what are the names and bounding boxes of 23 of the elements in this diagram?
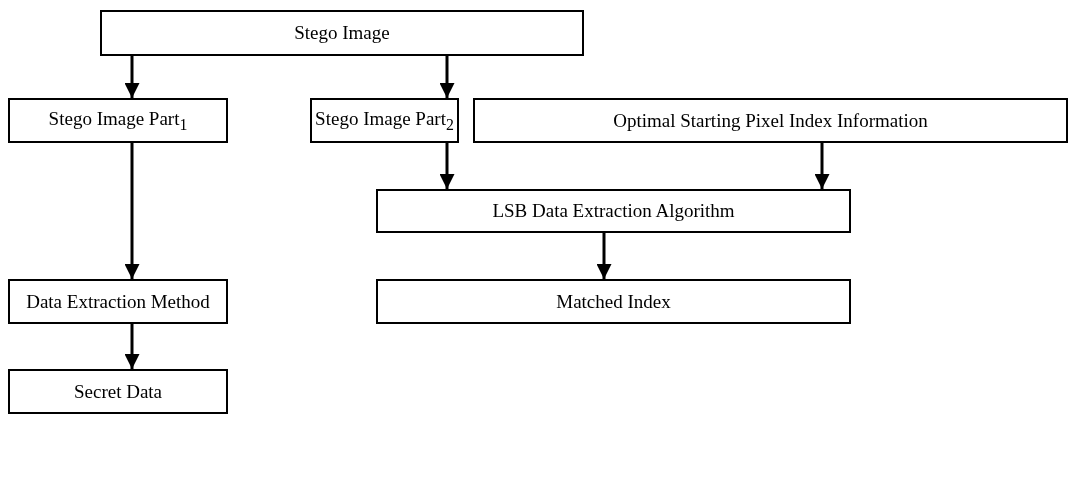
box-label: Stego Image Part$_{2}$ <box>315 107 454 134</box>
box-label: LSB Data Extraction Algorithm <box>492 200 735 222</box>
process-box <box>376 189 851 233</box>
process-box <box>8 369 228 414</box>
process-box <box>100 10 584 56</box>
box-label: Data Extraction Method <box>26 290 210 313</box>
arrow <box>596 233 612 279</box>
process-box <box>473 98 1068 143</box>
arrow <box>814 143 830 189</box>
arrow <box>439 56 455 98</box>
process-box <box>8 279 228 324</box>
arrow <box>439 143 455 189</box>
process-box <box>310 98 459 143</box>
arrow <box>124 143 140 279</box>
arrow <box>124 56 140 98</box>
box-label: Optimal Starting Pixel Index Information <box>613 109 928 132</box>
process-box <box>376 279 851 324</box>
box-label: Stego Image <box>294 22 390 44</box>
box-label: Stego Image Part$_{1}$ <box>48 107 188 134</box>
box-label: Secret Data <box>73 380 163 403</box>
process-box <box>8 98 228 143</box>
arrow <box>124 324 140 369</box>
box-label: Matched Index <box>556 290 671 313</box>
